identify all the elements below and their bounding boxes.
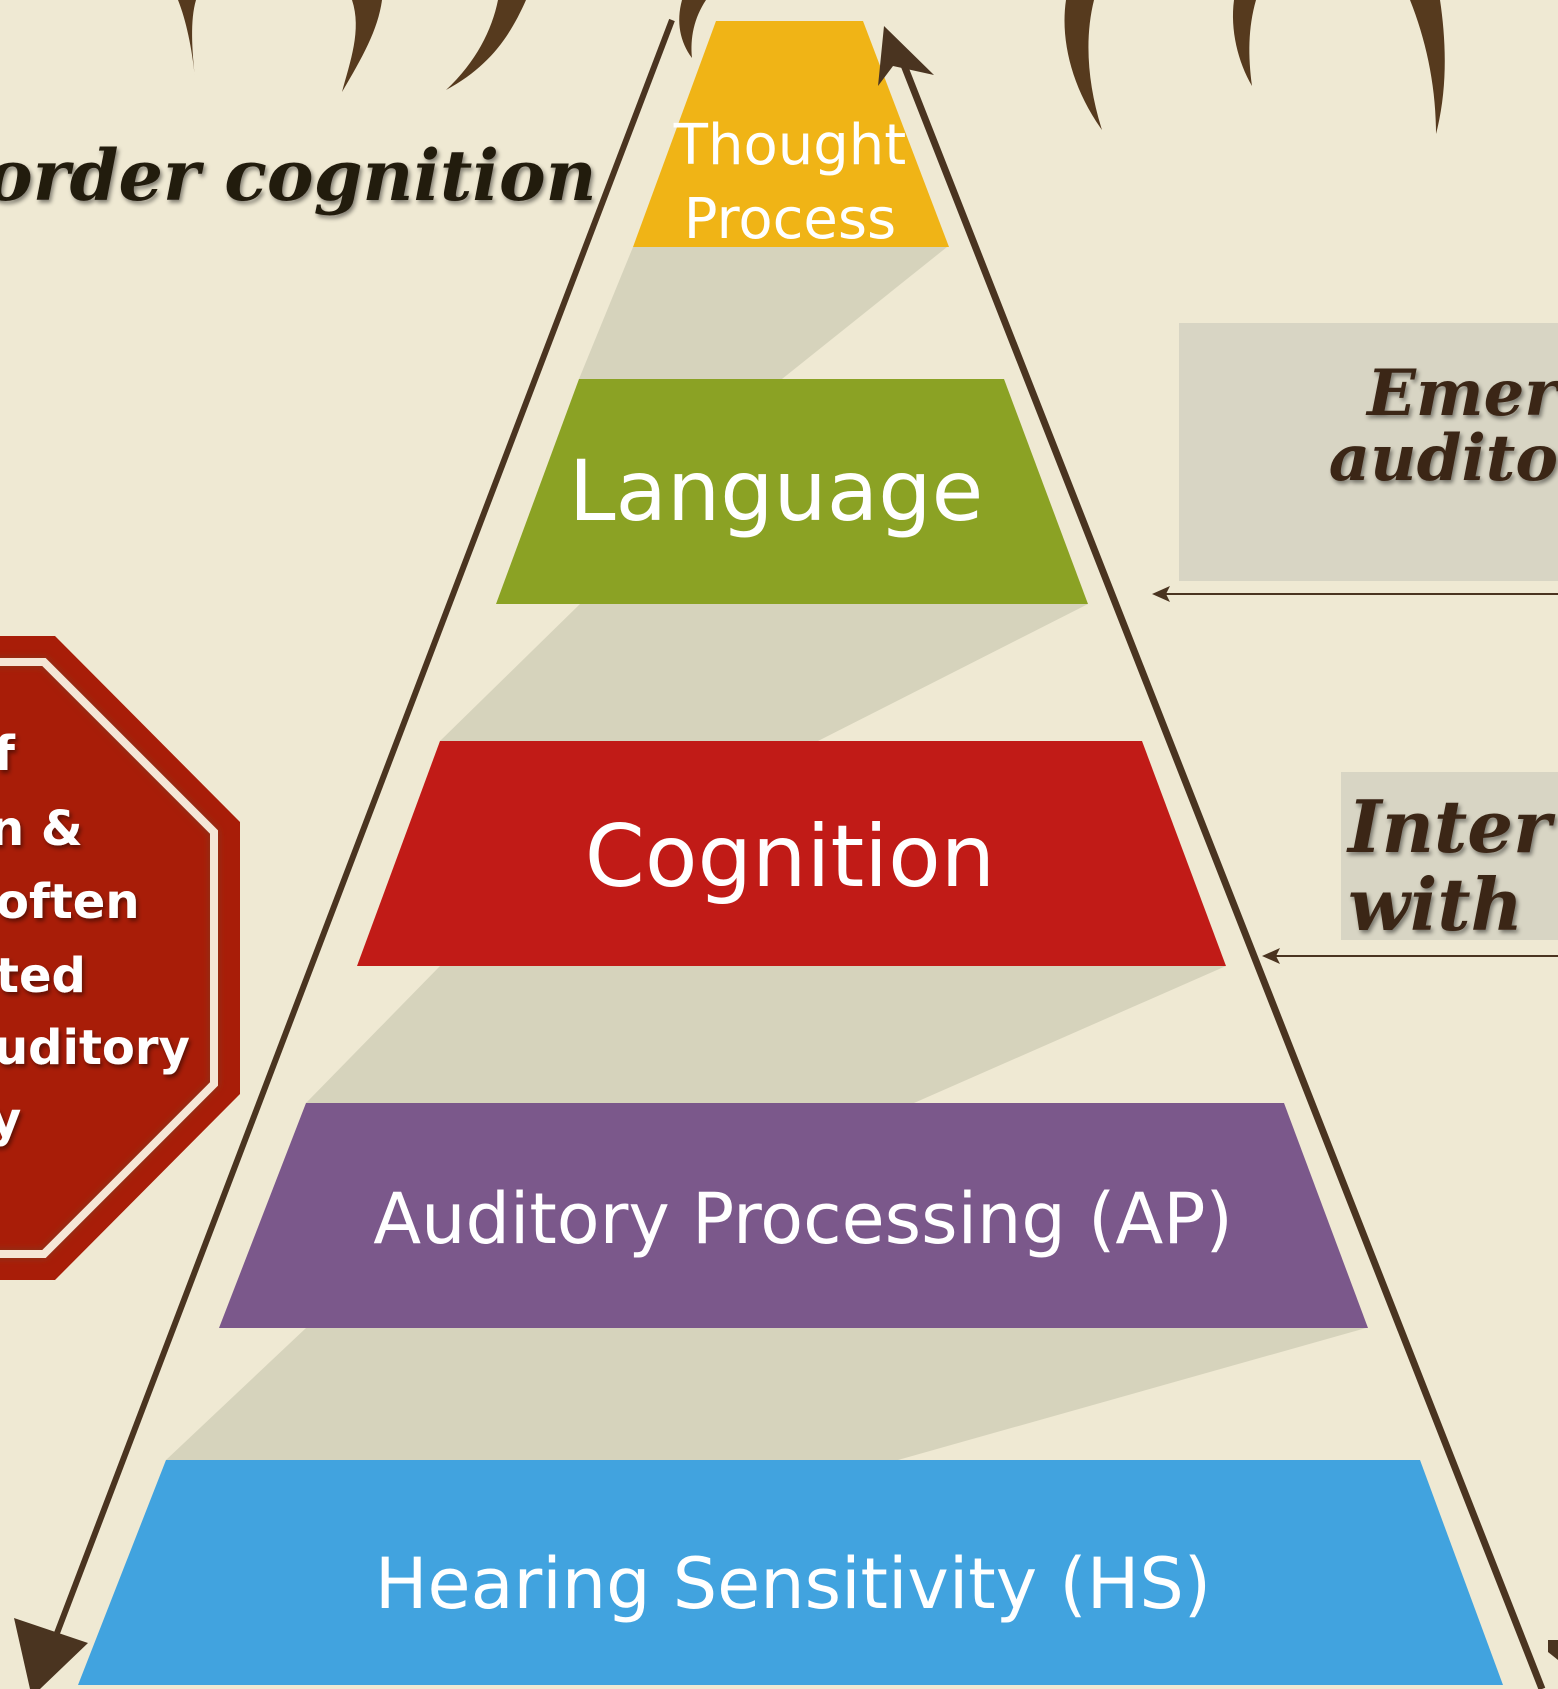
stop-line-2: n & — [0, 801, 83, 857]
note-2-line-2: with — [1348, 862, 1523, 947]
hearing-sensitivity-label: Hearing Sensitivity (HS) — [375, 1543, 1211, 1625]
right-arrowhead-small — [1548, 1640, 1558, 1660]
pyramid-levels — [78, 21, 1503, 1685]
level-thought-process — [633, 21, 949, 247]
cognition-label: Cognition — [585, 807, 995, 907]
note-box-1 — [1179, 323, 1558, 581]
note-1-line-2: audito — [1329, 421, 1558, 496]
thought-process-label-line2: Process — [684, 187, 896, 252]
thought-process-label: Thought — [673, 113, 906, 178]
pyramid-labels: Thought Process Language Cognition Audit… — [373, 113, 1233, 1625]
note-1-line-1: Emer — [1365, 356, 1558, 431]
note-box-2 — [1341, 772, 1558, 940]
shadow-bands — [166, 247, 1366, 1460]
level-language — [496, 379, 1088, 604]
note-2-arrowhead — [1262, 948, 1280, 964]
stop-sign-border — [0, 658, 218, 1258]
stop-line-4: ted — [0, 948, 86, 1004]
right-arrowhead — [878, 26, 934, 86]
language-label: Language — [569, 442, 984, 540]
pyramid-arrows — [14, 18, 1558, 1689]
note-2-line-1: Inter — [1346, 784, 1556, 869]
left-arrowhead — [14, 1618, 88, 1689]
right-notes: Emer audito Inter with — [1152, 323, 1558, 964]
roots-decoration — [178, 0, 1445, 134]
left-arrow-line — [43, 18, 675, 1664]
auditory-processing-label: Auditory Processing (AP) — [373, 1178, 1233, 1260]
stop-line-3: often — [0, 874, 140, 930]
stop-line-5: uditory — [0, 1020, 190, 1076]
level-cognition — [357, 741, 1226, 966]
note-1-arrowhead — [1152, 586, 1170, 602]
stop-line-6: y — [0, 1092, 21, 1148]
stop-sign: f n & often ted uditory y — [0, 636, 240, 1280]
level-hearing-sensitivity — [78, 1460, 1503, 1685]
left-heading: order cognition — [0, 134, 597, 217]
level-auditory-processing — [219, 1103, 1368, 1328]
stop-line-1: f — [0, 726, 16, 782]
right-arrow-line — [896, 53, 1546, 1689]
